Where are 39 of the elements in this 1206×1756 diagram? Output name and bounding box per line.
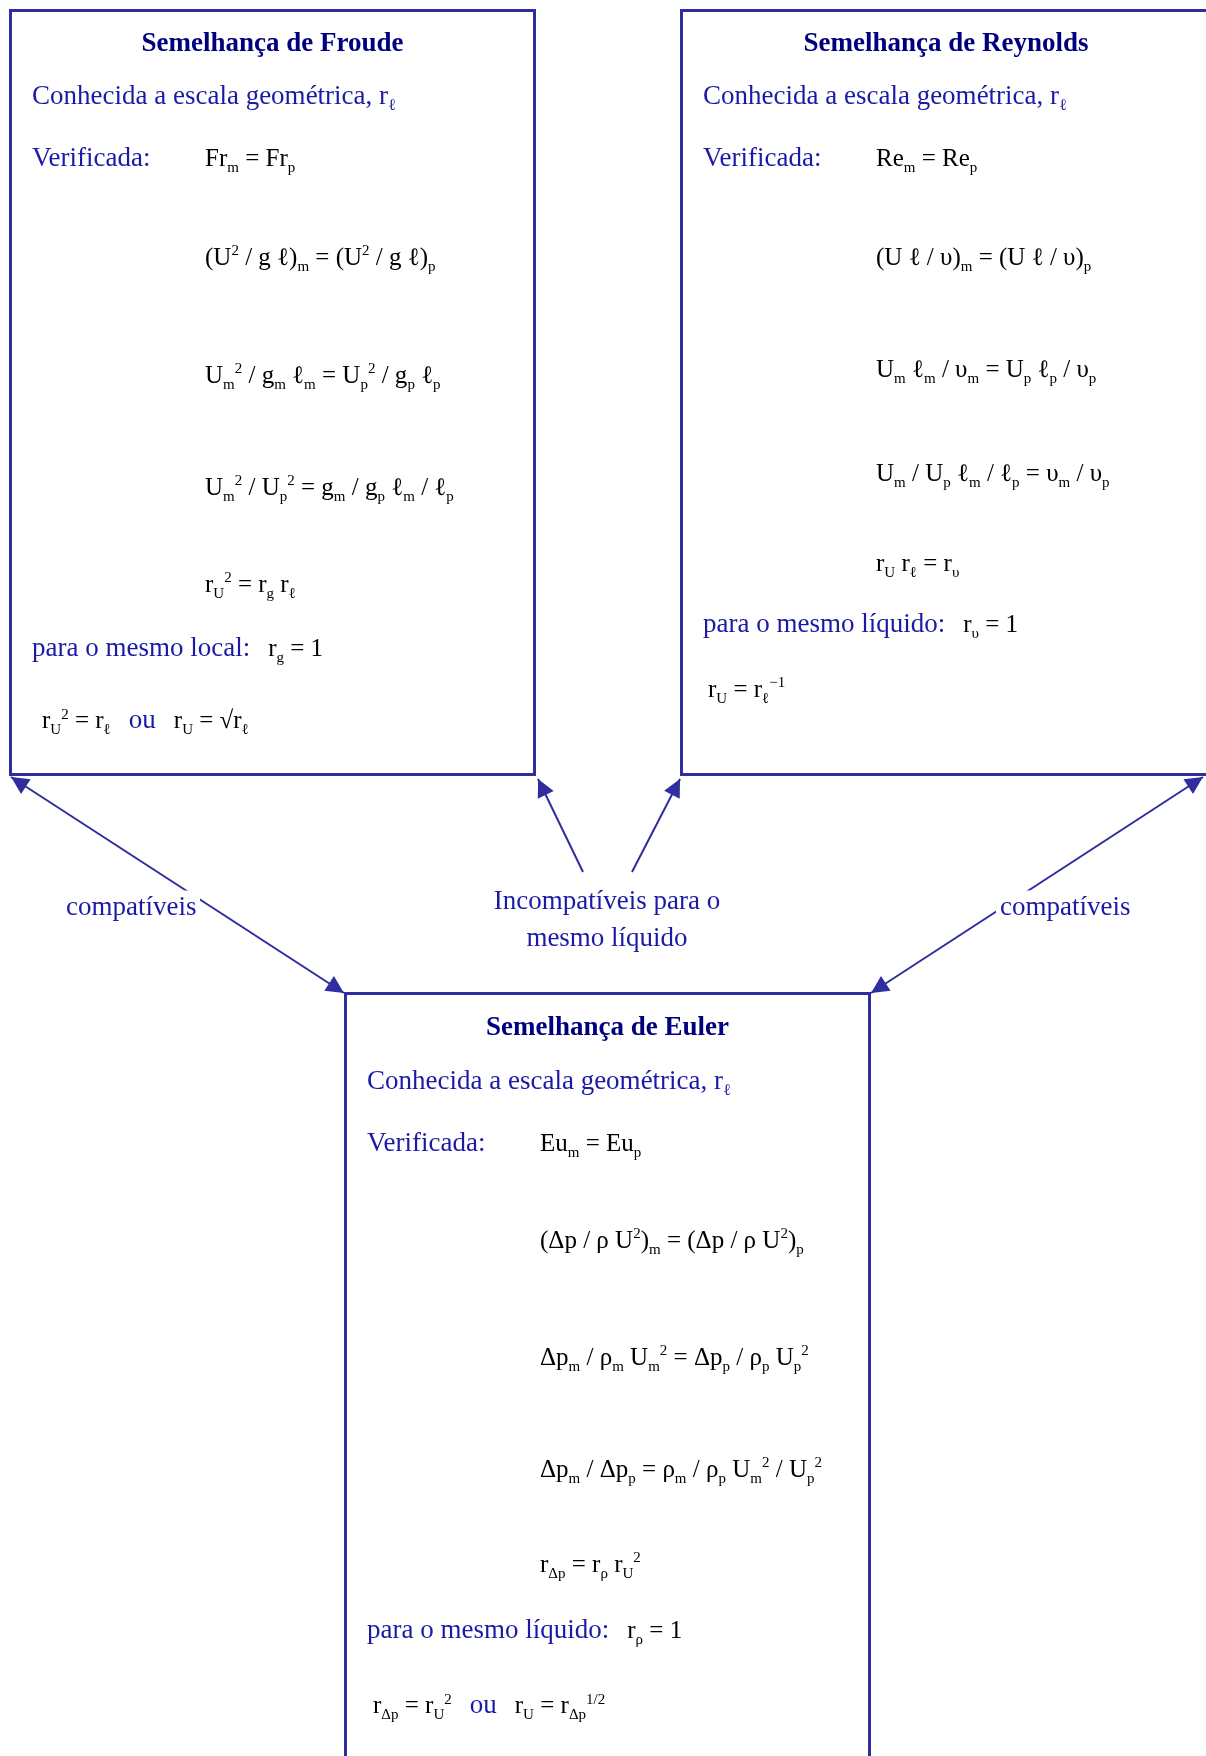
equation: U$_{m}$$^{2}$ / U$_{p}$$^{2}$ = g$_{m}$ / g$_{p}$ ℓ$_{m}$ / ℓ$_{p}$ — [205, 471, 454, 505]
equation: (Δp / ρ U$^{2}$)$_{m}$ = (Δp / ρ U$^{2}$)$_{p}$ — [540, 1224, 804, 1258]
text-line: ou — [128, 702, 156, 735]
edge-note: Incompatíveis para o mesmo líquido — [452, 882, 762, 956]
arrow — [631, 778, 681, 873]
equation: r$_{υ}$ = 1 — [963, 608, 1019, 642]
text-line: Conhecida a escala geométrica, r$_{ℓ}$ — [367, 1063, 731, 1101]
text-line: para o mesmo líquido: — [703, 606, 946, 639]
box-title: Semelhança de Reynolds — [803, 25, 1089, 59]
text-line: para o mesmo líquido: — [367, 1612, 610, 1645]
arrow — [10, 776, 345, 994]
equation: r$_{g}$ = 1 — [268, 632, 324, 666]
text-line: Conhecida a escala geométrica, r$_{ℓ}$ — [32, 78, 396, 116]
text-line: ou — [469, 1687, 497, 1720]
equation: r$_{U}$$^{2}$ = r$_{g}$ r$_{ℓ}$ — [205, 568, 296, 602]
text-line: Verificada: — [367, 1125, 487, 1158]
text-line: Verificada: — [703, 140, 823, 173]
text-line: para o mesmo local: — [32, 630, 251, 663]
similarity-box — [344, 992, 871, 1756]
text-line: Conhecida a escala geométrica, r$_{ℓ}$ — [703, 78, 1067, 116]
equation: U$_{m}$$^{2}$ / g$_{m}$ ℓ$_{m}$ = U$_{p}$$^{2}$ / g$_{p}$ ℓ$_{p}$ — [205, 359, 441, 393]
box-title: Semelhança de Euler — [486, 1009, 729, 1043]
equation: U$_{m}$ / U$_{p}$ ℓ$_{m}$ / ℓ$_{p}$ = υ$_{m}$ / υ$_{p}$ — [876, 457, 1110, 491]
equation: r$_{U}$ r$_{ℓ}$ = r$_{υ}$ — [876, 547, 960, 581]
text-line: Verificada: — [32, 140, 152, 173]
arrow — [537, 778, 584, 873]
equation: Re$_{m}$ = Re$_{p}$ — [876, 142, 978, 176]
similarity-box — [9, 9, 536, 776]
arrow — [870, 776, 1204, 994]
box-title: Semelhança de Froude — [141, 25, 404, 59]
equation: U$_{m}$ ℓ$_{m}$ / υ$_{m}$ = U$_{p}$ ℓ$_{p}$ / υ$_{p}$ — [876, 353, 1097, 387]
equation: Eu$_{m}$ = Eu$_{p}$ — [540, 1127, 642, 1161]
equation: Fr$_{m}$ = Fr$_{p}$ — [205, 142, 296, 176]
equation: r$_{ρ}$ = 1 — [627, 1614, 683, 1648]
equation: r$_{U}$ = √r$_{ℓ}$ — [173, 704, 249, 738]
equation: (U ℓ / υ)$_{m}$ = (U ℓ / υ)$_{p}$ — [876, 241, 1092, 275]
similarity-box — [680, 9, 1206, 776]
equation: r$_{U}$$^{2}$ = r$_{ℓ}$ — [42, 704, 111, 738]
equation: (U$^{2}$ / g ℓ)$_{m}$ = (U$^{2}$ / g ℓ)$_{p}$ — [205, 241, 436, 275]
